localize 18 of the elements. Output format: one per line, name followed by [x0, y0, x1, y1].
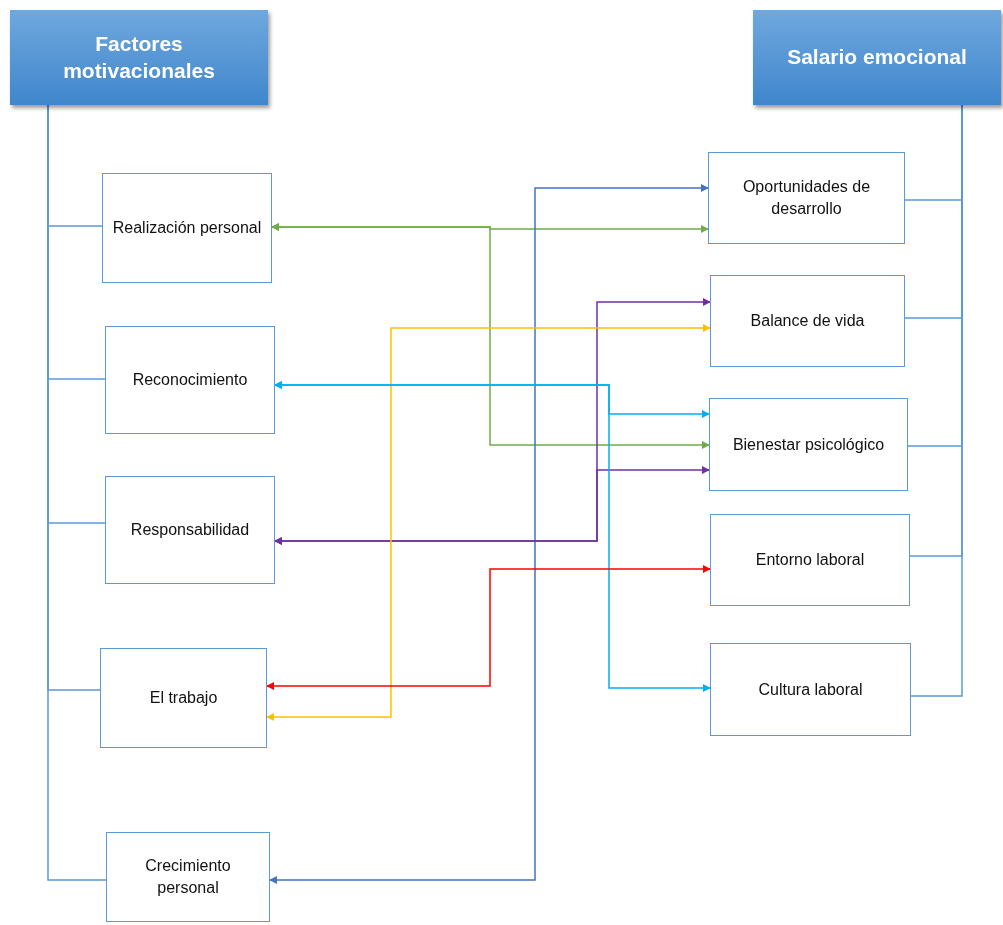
concept-box: Entorno laboral [710, 514, 910, 606]
concept-box: Responsabilidad [105, 476, 275, 584]
arrow [274, 381, 711, 692]
concept-box: Cultura laboral [710, 643, 911, 736]
concept-box: Oportunidades de desarrollo [708, 152, 905, 244]
concept-box: Crecimiento personal [106, 832, 270, 922]
header-box: Factores motivacionales [10, 10, 268, 105]
arrow [274, 466, 710, 545]
concept-box: El trabajo [100, 648, 267, 748]
arrow [269, 184, 709, 884]
arrow [266, 565, 711, 690]
arrow [271, 223, 710, 449]
concept-box: Realización personal [102, 173, 272, 283]
concept-box: Reconocimiento [105, 326, 275, 434]
header-box: Salario emocional [753, 10, 1001, 105]
arrow [266, 324, 711, 721]
concept-box: Bienestar psicológico [709, 398, 908, 491]
concept-box: Balance de vida [710, 275, 905, 367]
